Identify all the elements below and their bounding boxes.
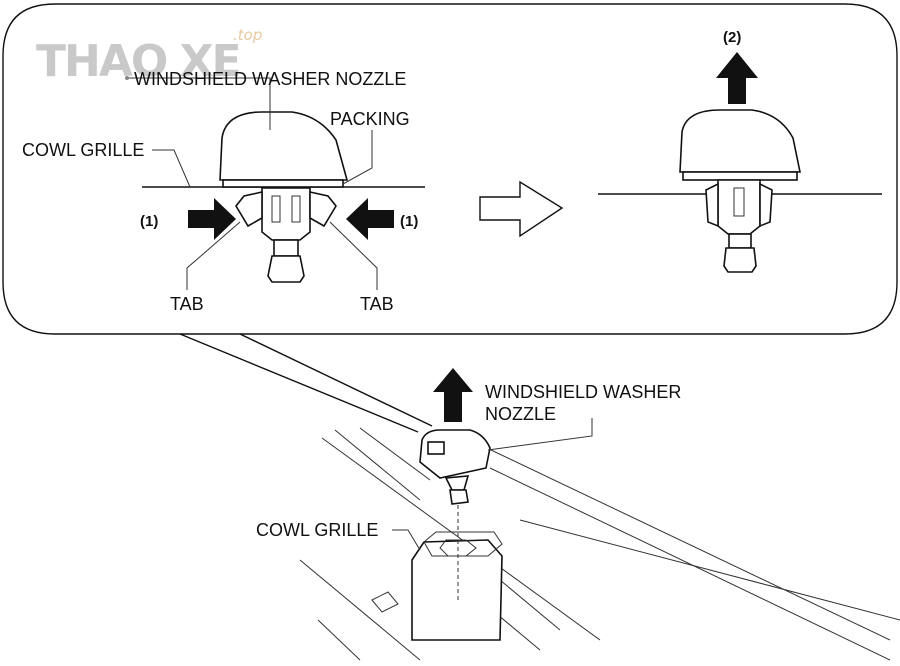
removed-nozzle-cap <box>679 109 801 173</box>
nozzle-body <box>261 187 311 241</box>
cowl-line-8 <box>317 619 361 661</box>
nozzle-label: WINDSHIELD WASHER NOZZLE <box>134 69 406 89</box>
clip-slot-left <box>271 195 281 223</box>
nozzle-label-leader <box>127 77 271 130</box>
packing <box>222 179 344 188</box>
step-1-right-label: (1) <box>400 213 418 230</box>
cowl-line-5 <box>489 467 891 661</box>
overview-cowl-grille-label: COWL GRILLE <box>256 520 378 540</box>
press-arrow-left <box>188 198 236 240</box>
press-arrow-right <box>346 198 394 240</box>
removed-stem <box>728 233 752 249</box>
overview-nozzle-window <box>427 441 445 455</box>
overview-nozzle-stem <box>444 475 470 491</box>
cowl-leader <box>152 149 191 188</box>
cowl-grille-label: COWL GRILLE <box>22 140 144 160</box>
tab-left-shape <box>235 191 263 228</box>
nozzle-cap <box>219 111 349 181</box>
packing-leader <box>342 130 373 185</box>
cowl-line-10 <box>499 579 561 631</box>
mount-hole <box>439 539 477 557</box>
step-1-left-label: (1) <box>140 213 158 230</box>
overview-nozzle-label-line2: NOZZLE <box>485 404 556 424</box>
removed-tab-right <box>759 182 773 228</box>
callout-bubble <box>2 3 898 335</box>
removed-hose-barb <box>723 247 757 273</box>
tab-right-shape <box>309 191 337 228</box>
cowl-square-hole <box>371 591 399 613</box>
cowl-line-6 <box>519 519 900 621</box>
detail-nozzle-installed: WINDSHIELD WASHER NOZZLE PACKING COWL GR… <box>22 69 425 314</box>
overview-nozzle-label-line1: WINDSHIELD WASHER <box>485 382 681 402</box>
nozzle-label-dot <box>125 76 129 80</box>
nozzle-stem <box>273 239 299 257</box>
lift-arrow <box>716 52 758 104</box>
removed-packing <box>682 171 798 181</box>
tab-right-label: TAB <box>360 294 394 314</box>
tab-left-leader <box>186 221 241 290</box>
callout-leader-right <box>239 333 433 427</box>
overview-nozzle-leader <box>487 418 593 451</box>
cowl-line-4 <box>469 439 891 641</box>
cowl-line-1 <box>321 437 601 641</box>
removed-tab-left <box>705 182 719 228</box>
overview-nozzle-barb <box>449 489 469 505</box>
transition-arrow <box>479 180 564 238</box>
watermark-suffix: .top <box>233 26 262 44</box>
cowl-line-7 <box>299 559 421 661</box>
overview-lift-arrow <box>433 368 473 422</box>
tab-right-leader <box>329 221 378 290</box>
cowl-line-2 <box>334 429 421 501</box>
cowl-line-3 <box>359 427 431 481</box>
overview-illustration: WINDSHIELD WASHER NOZZLE COWL GRILLE <box>256 368 900 661</box>
mount-boss-top <box>423 531 503 557</box>
overview-cowl-leader <box>392 529 421 551</box>
tab-left-label: TAB <box>170 294 204 314</box>
nozzle-hose-barb <box>267 255 305 283</box>
clip-slot-right <box>291 195 301 223</box>
detail-nozzle-removed: (2) <box>598 29 882 273</box>
removed-clip-slot <box>733 187 745 217</box>
packing-label: PACKING <box>330 109 410 129</box>
step-2-label: (2) <box>723 29 741 46</box>
callout-leader-left <box>179 333 419 433</box>
